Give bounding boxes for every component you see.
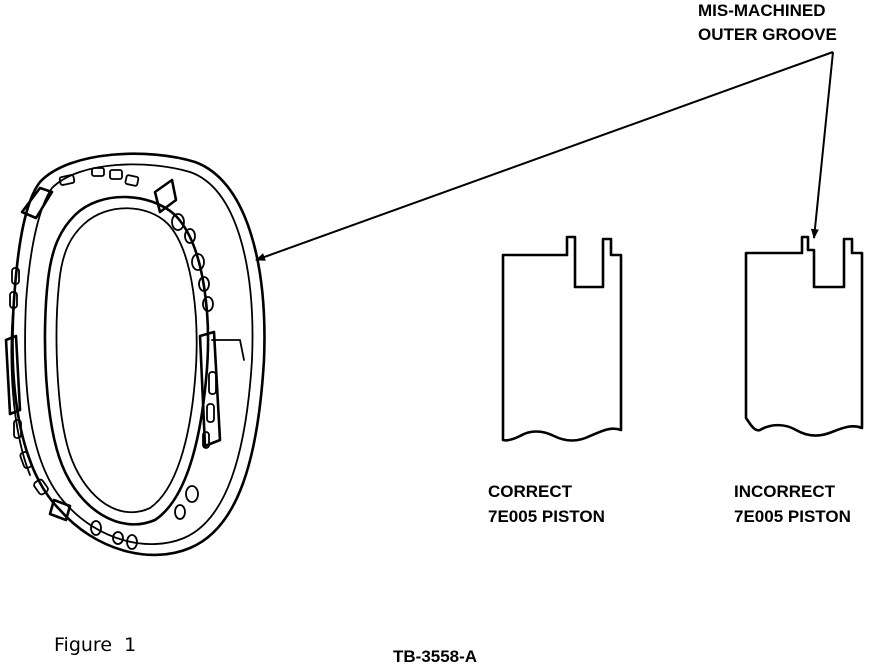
- ring-tab-top: [153, 178, 178, 214]
- ring-hole: [184, 228, 196, 244]
- ring-tab-right: [198, 330, 222, 448]
- ring-slot: [202, 431, 210, 449]
- ring-hole: [112, 531, 124, 545]
- figure-caption: Figure 1: [54, 634, 136, 656]
- incorrect-piston-label-line2: 7E005 PISTON: [734, 507, 851, 526]
- ring-hole: [185, 485, 199, 503]
- ring-slot: [19, 451, 33, 469]
- ring-slot: [206, 403, 215, 423]
- ring-slot: [91, 167, 105, 177]
- ring-slot: [109, 169, 123, 180]
- ring-slot: [9, 291, 18, 309]
- ring-slot: [13, 419, 22, 439]
- incorrect-piston-label-line1: INCORRECT: [734, 482, 836, 501]
- arrow-to-ring: [255, 51, 834, 261]
- incorrect-piston-section: [744, 235, 864, 437]
- ring-hole: [198, 276, 210, 292]
- correct-piston-label-line1: CORRECT: [488, 482, 573, 501]
- ring-hole: [191, 253, 205, 271]
- ring-inner-bore: [43, 195, 210, 526]
- ring-tab-left: [4, 334, 22, 416]
- ring-hole: [174, 504, 186, 520]
- ring-slot: [208, 371, 217, 395]
- ring-tab-bottom-left: [48, 498, 72, 522]
- ring-hole: [90, 520, 102, 536]
- ring-slot: [124, 174, 140, 187]
- callout-arrows: [255, 51, 834, 261]
- ring-hole: [126, 534, 138, 550]
- reference-code: TB-3558-A: [393, 647, 477, 664]
- correct-piston-section: [501, 235, 623, 442]
- ring-inner-bore-edge: [55, 207, 198, 514]
- ring-slot: [33, 478, 49, 496]
- ring-right-band: [211, 339, 245, 361]
- ring-hole: [171, 213, 185, 231]
- piston-ring-illustration: [4, 152, 266, 557]
- callout-label-line1: MIS-MACHINED: [698, 1, 826, 20]
- ring-outer-rim: [11, 152, 266, 557]
- arrow-to-groove: [810, 51, 834, 239]
- ring-slot: [58, 174, 76, 186]
- ring-left-band: [10, 299, 31, 476]
- ring-outer-rim-inner-edge: [24, 163, 254, 545]
- ring-slot: [11, 267, 20, 285]
- ring-hole: [202, 296, 214, 312]
- correct-piston-label-line2: 7E005 PISTON: [488, 507, 605, 526]
- callout-label-line2: OUTER GROOVE: [698, 25, 837, 44]
- ring-tab-top-left: [20, 186, 54, 220]
